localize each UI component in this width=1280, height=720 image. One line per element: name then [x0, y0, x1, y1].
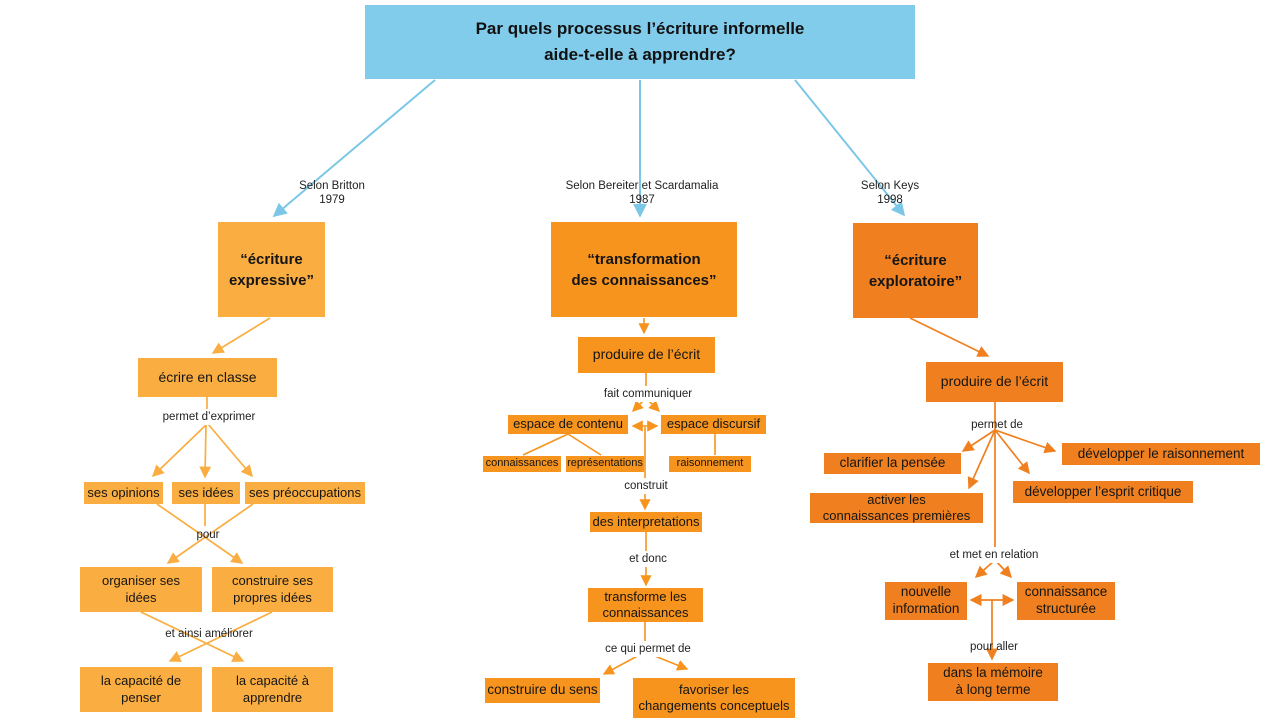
node-espace-discursif: espace discursif — [661, 415, 766, 434]
edges-right-branch — [909, 317, 1057, 661]
node-construire-ses-propres-idees: construire ses propres idées — [212, 567, 333, 612]
edge-label-et-donc: et donc — [616, 551, 680, 568]
node-question: Par quels processus l’écriture informell… — [365, 5, 915, 79]
node-ecrire-en-classe: écrire en classe — [138, 358, 277, 397]
edge-label-selon-bereiter-scardamalia: Selon Bereiter et Scardamalia 1987 — [565, 180, 719, 207]
node-produire-de-l-ecrit-milieu: produire de l’écrit — [578, 337, 715, 373]
node-capacite-de-penser: la capacité de penser — [80, 667, 202, 712]
edges-question — [272, 79, 906, 218]
node-ecriture-expressive: “écriture expressive” — [218, 222, 325, 317]
edge-label-ce-qui-permet-de: ce qui permet de — [602, 641, 694, 658]
node-developper-le-raisonnement: développer le raisonnement — [1062, 443, 1260, 465]
node-connaissances: connaissances — [483, 456, 561, 472]
node-produire-de-l-ecrit-droite: produire de l’écrit — [926, 362, 1063, 402]
node-favoriser-changements-conceptuels: favoriser les changements conceptuels — [633, 678, 795, 718]
node-capacite-a-apprendre: la capacité à apprendre — [212, 667, 333, 712]
edge-label-et-met-en-relation: et met en relation — [941, 547, 1047, 564]
node-connaissance-structuree: connaissance structurée — [1017, 582, 1115, 620]
node-ses-idees: ses idées — [172, 482, 240, 504]
edge-label-selon-britton: Selon Britton 1979 — [299, 180, 365, 207]
edge-label-construit: construit — [616, 478, 676, 495]
node-clarifier-la-pensee: clarifier la pensée — [824, 453, 961, 474]
node-ses-preoccupations: ses préoccupations — [245, 482, 365, 504]
edge-label-pour-aller: pour aller — [970, 641, 1018, 653]
edges-middle-branch — [522, 318, 716, 675]
node-nouvelle-information: nouvelle information — [885, 582, 967, 620]
node-construire-du-sens: construire du sens — [485, 678, 600, 703]
node-ses-opinions: ses opinions — [84, 482, 163, 504]
node-ecriture-exploratoire: “écriture exploratoire” — [853, 223, 978, 318]
node-organiser-ses-idees: organiser ses idées — [80, 567, 202, 612]
node-espace-de-contenu: espace de contenu — [508, 415, 628, 434]
edge-label-fait-communiquer: fait communiquer — [594, 386, 702, 403]
node-des-interpretations: des interpretations — [590, 512, 702, 532]
node-raisonnement: raisonnement — [669, 456, 751, 472]
edge-label-permet-exprimer: permet d’exprimer — [152, 409, 266, 426]
node-transformation-des-connaissances: “transformation des connaissances” — [551, 222, 737, 317]
node-transforme-les-connaissances: transforme les connaissances — [588, 588, 703, 622]
edge-label-selon-keys: Selon Keys 1998 — [860, 180, 920, 207]
edge-label-pour: pour — [196, 529, 220, 541]
node-activer-connaissances-premieres: activer les connaissances premières — [810, 492, 983, 523]
edges-left-branch — [140, 317, 273, 662]
edge-label-permet-de: permet de — [971, 419, 1023, 431]
edge-label-et-ainsi-ameliorer: et ainsi améliorer — [165, 628, 253, 640]
node-developper-esprit-critique: développer l’esprit critique — [1013, 481, 1193, 503]
node-representations: représentations — [566, 456, 644, 472]
node-memoire-long-terme: dans la mémoire à long terme — [928, 663, 1058, 701]
